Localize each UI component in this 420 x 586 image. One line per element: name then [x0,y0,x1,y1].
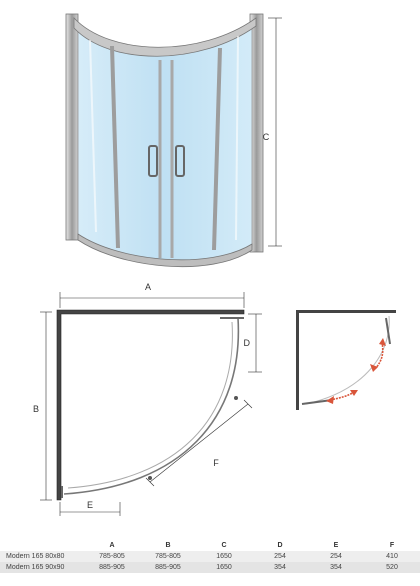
dim-label-d: D [244,338,251,348]
table-cell: 885-905 [84,562,140,573]
table-row: Modern 165 90x90 885-905 885-905 1650 35… [0,562,420,573]
glass-highlight [235,35,239,241]
plan-door-curve [67,321,233,489]
glass-highlight [89,39,97,233]
table-cell: 885-905 [140,562,196,573]
plan-roller [148,476,152,480]
dimensions-table: A B C D E F Modern 165 80x80 785-805 785… [0,540,420,573]
table-header-cell: E [333,542,339,549]
opening-arrowhead [350,390,358,396]
opening-arrowhead [326,396,334,404]
plan-tray-curve [63,317,240,495]
table-row-name: Modern 165 80x80 [0,551,84,562]
dim-label-c: C [263,132,270,142]
table-header-cell: B [165,542,171,549]
dim-label-a: A [145,282,151,292]
f-dim-line [149,403,249,483]
table-cell: 1650 [196,551,252,562]
opening-arrow-left [329,391,355,401]
shower-3d-view: C [65,13,282,268]
table-cell: 410 [364,551,420,562]
table-cell: 354 [252,562,308,573]
table-cell: 254 [252,551,308,562]
opening-arrowhead [379,338,386,346]
bottom-rail [77,233,253,268]
table-row-name: Modern 165 90x90 [0,562,84,573]
panel-edge-1 [110,45,120,249]
plan-view: A B D E F [33,282,262,516]
table-header-cell: A [109,542,115,549]
table-cell: 785-805 [84,551,140,562]
dim-label-b: B [33,404,39,414]
opening-arrow-up [375,341,384,369]
table-cell: 1650 [196,562,252,573]
opening-door-right [385,317,391,345]
plan-walls [56,309,245,501]
opening-arrowhead [370,364,378,372]
dim-label-f: F [213,458,219,468]
table-cell: 254 [308,551,364,562]
left-wall-post [65,13,79,241]
table-cell: 785-805 [140,551,196,562]
left-door-handle [148,145,158,177]
table-header-spacer [0,540,84,551]
door-opening-view [296,310,396,410]
opening-arc [305,315,390,405]
curved-glass [77,22,253,262]
f-dim-tick-a [145,477,155,487]
table-header-cell: D [277,542,283,549]
table-cell: 520 [364,562,420,573]
panel-edge-4 [212,47,222,251]
table-cell: 354 [308,562,364,573]
table-header-row: A B C D E F [0,540,420,551]
dim-label-e: E [87,500,93,510]
table-header-cell: F [389,542,395,549]
table-header-cell: C [221,542,227,549]
right-door-handle [175,145,185,177]
plan-roller [234,396,238,400]
table-row: Modern 165 80x80 785-805 785-805 1650 25… [0,551,420,562]
f-dim-tick-b [243,399,253,409]
